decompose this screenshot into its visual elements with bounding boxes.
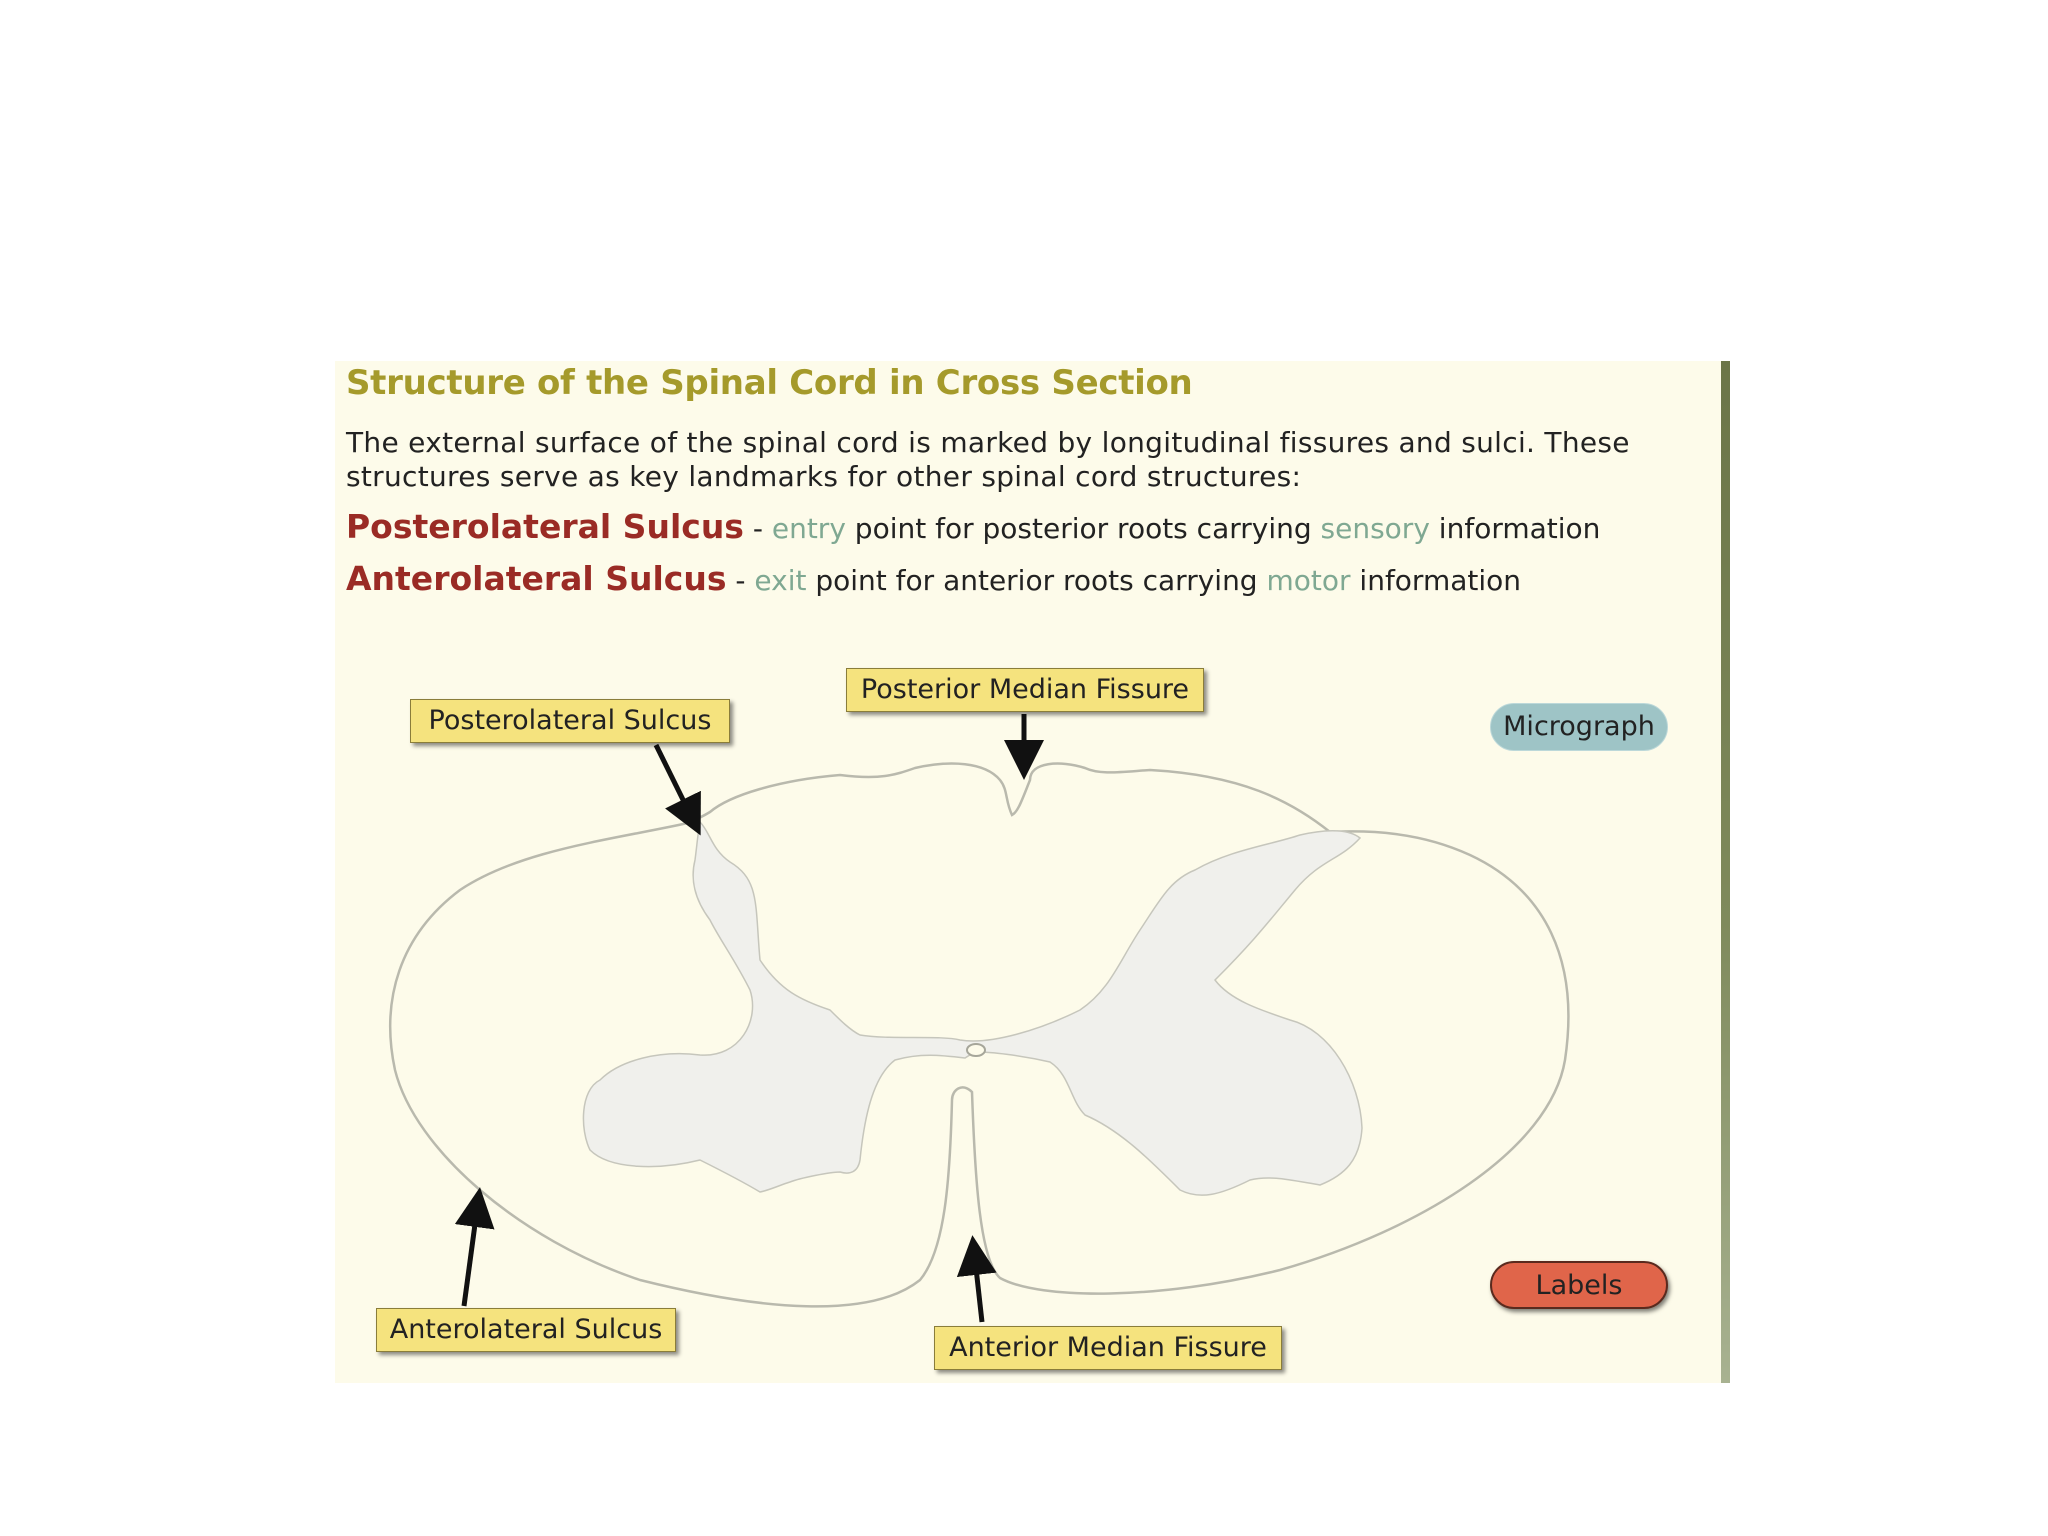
definition-highlight: motor: [1266, 564, 1351, 597]
cord-outline: [388, 762, 1570, 1308]
posterolateral-arrow: [653, 743, 701, 836]
definition-dash: -: [743, 512, 772, 545]
page-title: Structure of the Spinal Cord in Cross Se…: [346, 363, 1193, 403]
label-posterolateral-sulcus: Posterolateral Sulcus: [410, 699, 730, 743]
definition-posterolateral: Posterolateral Sulcus - entry point for …: [346, 507, 1600, 546]
intro-line-1: The external surface of the spinal cord …: [346, 426, 1630, 459]
definition-term: Posterolateral Sulcus: [346, 507, 744, 546]
definition-text: point for anterior roots carrying: [806, 564, 1267, 597]
definition-highlight: sensory: [1320, 512, 1430, 545]
anterior-median-arrow: [956, 1235, 997, 1323]
definition-anterolateral: Anterolateral Sulcus - exit point for an…: [346, 559, 1521, 598]
labels-button[interactable]: Labels: [1490, 1261, 1668, 1309]
definition-dash: -: [726, 564, 755, 597]
panel-right-border: [1721, 361, 1730, 1383]
definition-text: point for posterior roots carrying: [845, 512, 1321, 545]
definition-text: information: [1350, 564, 1522, 597]
definition-highlight: entry: [771, 512, 846, 545]
intro-text: The external surface of the spinal cord …: [346, 426, 1676, 494]
content-panel: [335, 361, 1728, 1383]
intro-line-2: structures serve as key landmarks for ot…: [346, 460, 1302, 493]
gray-matter: [582, 820, 1363, 1196]
central-canal: [966, 1043, 986, 1057]
label-posterior-median-fissure: Posterior Median Fissure: [846, 668, 1204, 712]
label-anterolateral-sulcus: Anterolateral Sulcus: [376, 1308, 676, 1352]
definition-term: Anterolateral Sulcus: [346, 559, 727, 598]
definition-text: information: [1429, 512, 1601, 545]
anterolateral-arrow: [454, 1187, 495, 1307]
label-anterior-median-fissure: Anterior Median Fissure: [934, 1326, 1282, 1370]
micrograph-button[interactable]: Micrograph: [1490, 703, 1668, 751]
definition-highlight: exit: [754, 564, 807, 597]
